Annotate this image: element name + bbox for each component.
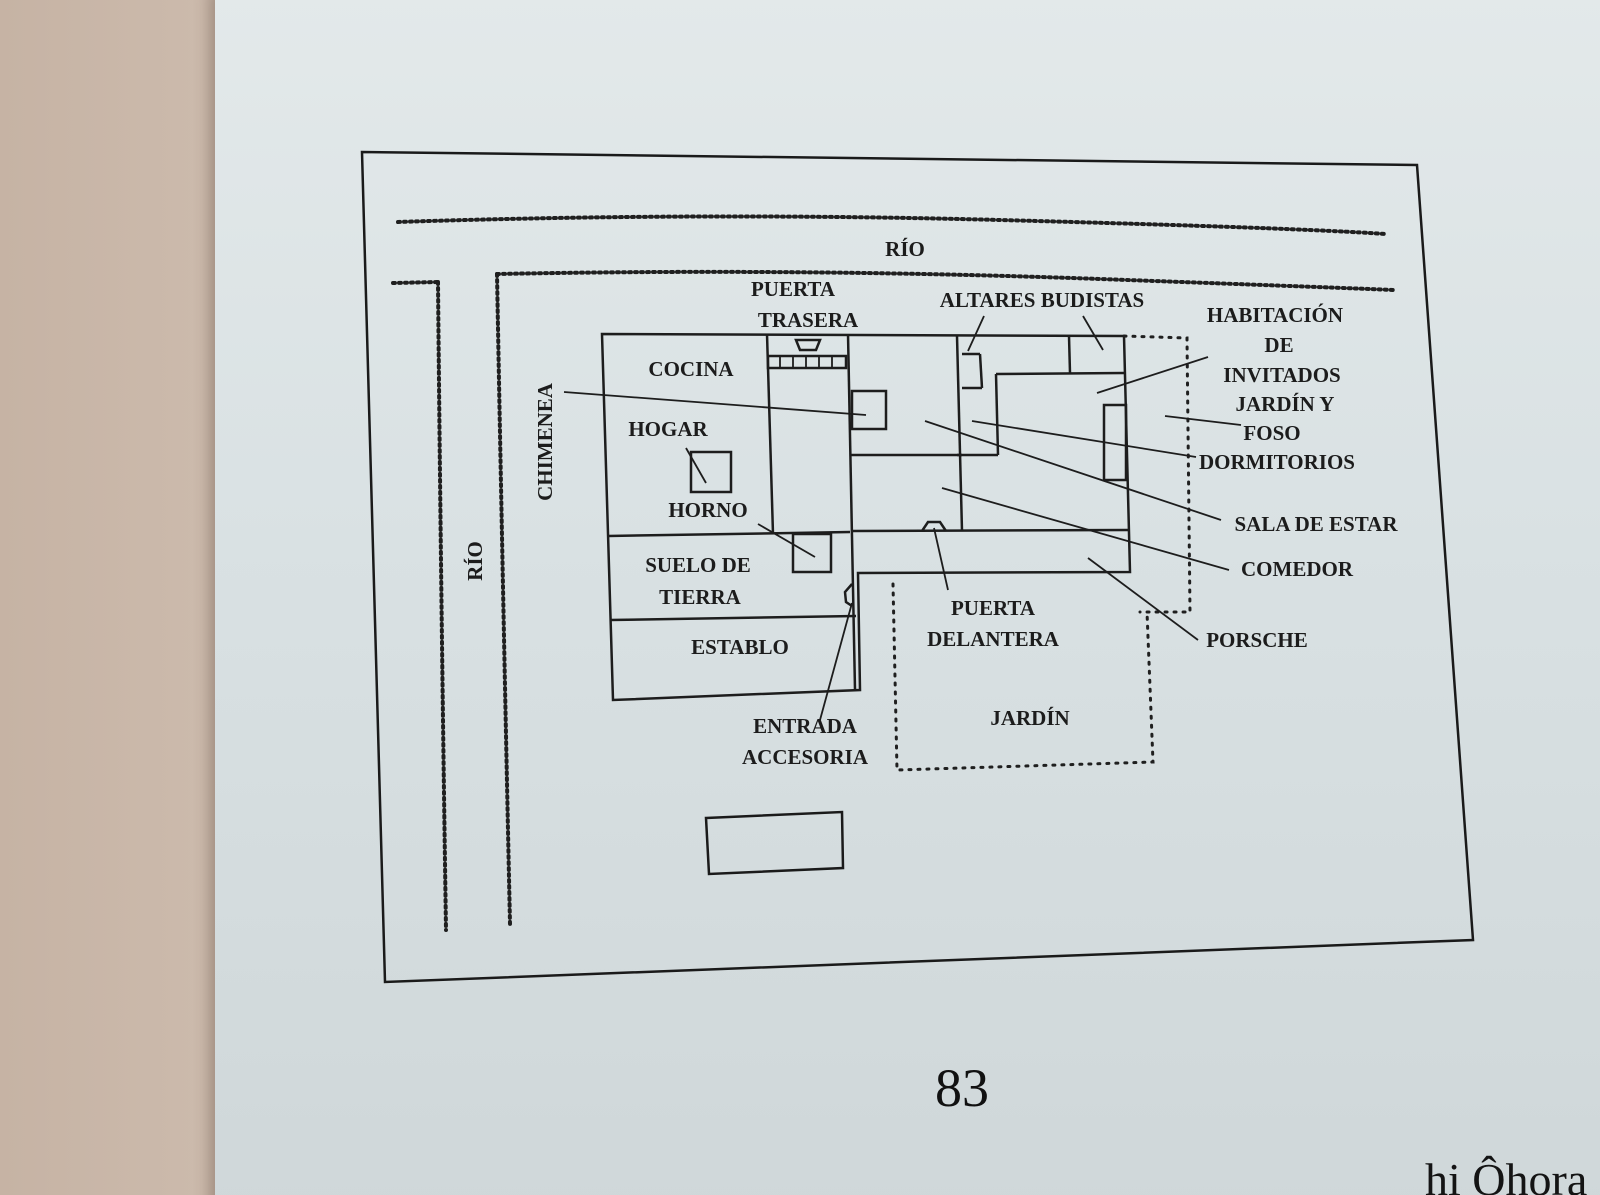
label-puerta-delantera-line1: PUERTA: [951, 596, 1036, 620]
label-jardin: JARDÍN: [990, 706, 1069, 730]
book-page: [215, 0, 1600, 1195]
label-habitacion-line2: DE: [1264, 333, 1293, 357]
leader-habitacion: [1096, 356, 1209, 394]
leader-jardin-foso: [1164, 415, 1242, 426]
label-suelo-line2: TIERRA: [659, 585, 742, 609]
chimney-box: [850, 389, 888, 431]
front-door-icon: [920, 520, 948, 532]
label-chimenea: CHIMENEA: [533, 382, 557, 501]
label-suelo-line1: SUELO DE: [645, 553, 751, 577]
label-rio-left: RÍO: [463, 541, 487, 581]
river-bank-left-outer: [436, 280, 448, 932]
wall: [852, 528, 1129, 533]
river-bank-top-upper: [396, 214, 1387, 236]
wall: [609, 614, 857, 622]
back-door-icon: [794, 338, 822, 352]
wall: [994, 373, 1000, 456]
guest-garden-fence: [1122, 334, 1192, 614]
wall: [955, 335, 964, 532]
small-rect: [704, 810, 845, 876]
wall: [607, 530, 851, 538]
leader-entrada: [819, 602, 853, 721]
side-entrance-icon: [843, 583, 853, 608]
footer-text: hi Ôhora: [1425, 1154, 1587, 1195]
wall: [846, 333, 857, 691]
back-door-steps: [766, 354, 848, 370]
label-habitacion-line3: INVITADOS: [1223, 363, 1340, 387]
river-bank-top-lower: [495, 269, 1396, 292]
label-sala-de-estar: SALA DE ESTAR: [1235, 512, 1399, 536]
hearth-box: [689, 450, 733, 494]
label-jardin-foso-line2: FOSO: [1243, 421, 1300, 445]
wall: [1067, 335, 1072, 374]
leader-altar-2: [1082, 315, 1104, 351]
leader-dormitorios: [971, 420, 1197, 458]
leader-puerta-delantera: [933, 527, 949, 591]
label-entrada-line2: ACCESORIA: [742, 745, 869, 769]
oven-box: [791, 532, 833, 574]
river-bank-left-inner: [495, 272, 512, 926]
leader-chimenea: [563, 391, 867, 416]
label-rio-top: RÍO: [885, 237, 925, 261]
leader-altar-1: [967, 315, 985, 352]
label-altares-budistas: ALTARES BUDISTAS: [940, 288, 1144, 312]
label-puerta-trasera-line2: TRASERA: [758, 308, 859, 332]
wall: [995, 371, 1125, 376]
figure-frame: [360, 150, 1475, 984]
label-puerta-delantera-line2: DELANTERA: [927, 627, 1060, 651]
river-bank-top-left-stub: [391, 280, 440, 285]
wall: [978, 353, 984, 389]
page-number: 83: [935, 1058, 989, 1118]
label-entrada-line1: ENTRADA: [753, 714, 858, 738]
label-jardin-foso-line1: JARDÍN Y: [1236, 392, 1335, 416]
leader-porsche: [1087, 557, 1199, 641]
leader-sala: [924, 420, 1222, 521]
label-porsche: PORSCHE: [1206, 628, 1308, 652]
label-comedor: COMEDOR: [1241, 557, 1354, 581]
garden-fence: [891, 582, 1155, 772]
label-hogar: HOGAR: [628, 417, 708, 441]
label-puerta-trasera-line1: PUERTA: [751, 277, 836, 301]
label-horno: HORNO: [668, 498, 747, 522]
label-cocina: COCINA: [648, 357, 734, 381]
label-habitacion-line1: HABITACIÓN: [1207, 303, 1343, 327]
leader-comedor: [941, 487, 1230, 571]
leader-horno: [757, 523, 816, 558]
label-establo: ESTABLO: [691, 635, 789, 659]
leader-hogar: [685, 447, 707, 484]
steps-lines: [779, 356, 833, 368]
label-dormitorios: DORMITORIOS: [1199, 450, 1355, 474]
